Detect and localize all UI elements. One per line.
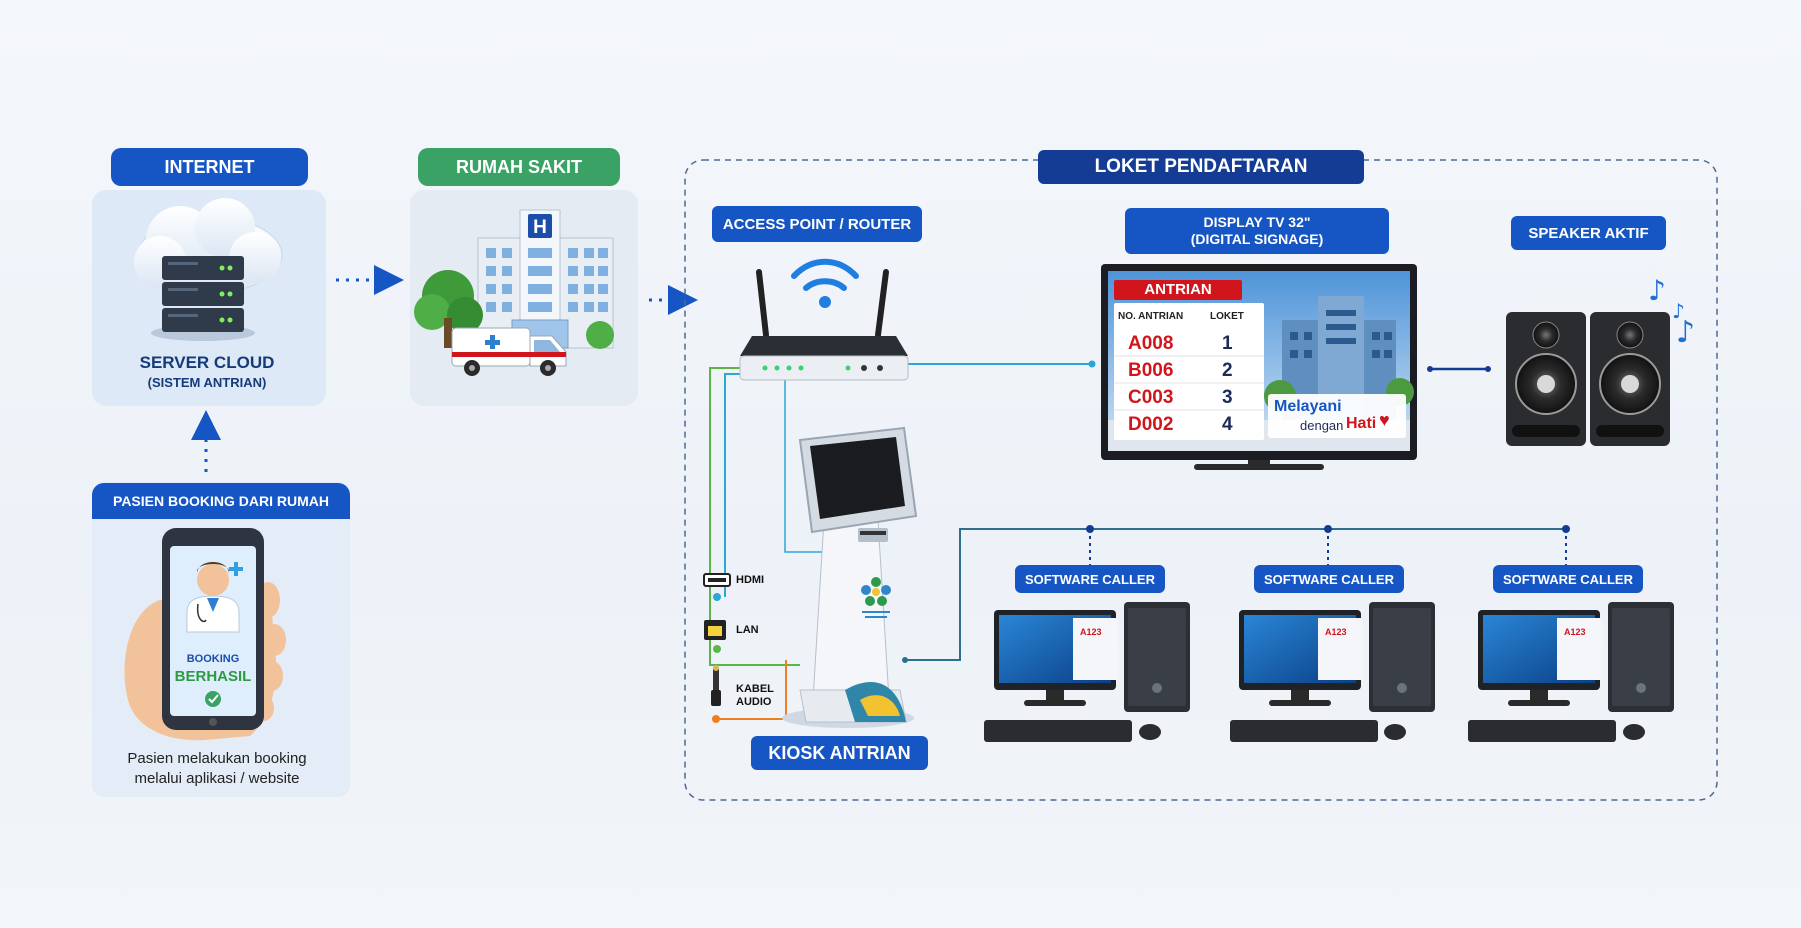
column-counter-header: LOKET — [1210, 311, 1244, 322]
cable-node — [1562, 525, 1570, 533]
router-label: ACCESS POINT / ROUTER — [712, 206, 922, 242]
queue-counter: 1 — [1222, 333, 1233, 354]
queue-number: A008 — [1128, 333, 1174, 354]
caller-screen-number: A123 — [1325, 627, 1347, 637]
booking-panel: BOOKING BERHASIL Pasien melakukan bookin… — [92, 482, 350, 797]
caller-label-1: SOFTWARE CALLER — [1015, 565, 1165, 593]
cable-node — [1485, 366, 1491, 372]
cable-node — [713, 593, 721, 601]
cable-node — [1324, 525, 1332, 533]
slogan-line1: Melayani — [1274, 398, 1342, 415]
caller-label-2: SOFTWARE CALLER — [1254, 565, 1404, 593]
caller-screen-number: A123 — [1564, 627, 1586, 637]
cable-node — [1086, 525, 1094, 533]
ambulance-icon — [451, 327, 567, 376]
internet-label: INTERNET — [111, 148, 308, 186]
check-circle-icon — [205, 691, 221, 707]
kiosk-logo — [861, 577, 891, 618]
tree-icon — [414, 270, 614, 349]
queue-counter: 3 — [1222, 387, 1233, 408]
router-icon — [739, 258, 909, 381]
hdmi-port-icon — [703, 573, 731, 587]
cable-node — [1088, 360, 1096, 368]
speaker-icon — [1506, 312, 1670, 446]
caller-label-3: SOFTWARE CALLER — [1493, 565, 1643, 593]
booking-caption-line2: melalui aplikasi / website — [134, 770, 299, 787]
speaker-label: SPEAKER AKTIF — [1511, 216, 1666, 250]
queue-number: D002 — [1128, 414, 1174, 435]
hospital-sign-letter: H — [533, 217, 547, 238]
hospital-panel: H — [410, 190, 638, 406]
loket-label: LOKET PENDAFTARAN — [1038, 150, 1364, 184]
booking-label: PASIEN BOOKING DARI RUMAH — [92, 483, 350, 519]
booking-caption-line1: Pasien melakukan booking — [127, 750, 306, 767]
server-cloud-sublabel: (SISTEM ANTRIAN) — [148, 375, 267, 390]
tv-display — [1101, 264, 1417, 470]
music-note-icon: ♪ ♪ ♪ — [1648, 274, 1695, 350]
hdmi-label: HDMI — [736, 574, 765, 586]
lan-port-icon — [704, 620, 726, 640]
audio-label-line1: KABEL — [736, 683, 774, 695]
heart-icon: ♥ — [1379, 410, 1390, 430]
display-label-line1: DISPLAY TV 32" — [1203, 214, 1311, 231]
audio-jack-icon — [711, 665, 721, 706]
booking-status-line2: BERHASIL — [175, 668, 252, 685]
cable-node — [902, 657, 908, 663]
svg-text:♪: ♪ — [1676, 315, 1695, 350]
kiosk-label: KIOSK ANTRIAN — [751, 736, 928, 770]
display-label: DISPLAY TV 32" (DIGITAL SIGNAGE) — [1125, 208, 1389, 254]
wifi-icon — [791, 258, 859, 308]
queue-counter: 4 — [1222, 414, 1233, 435]
hdmi-cable — [724, 373, 752, 597]
slogan-heart-word: Hati — [1346, 415, 1377, 432]
display-label-line2: (DIGITAL SIGNAGE) — [1190, 231, 1324, 247]
slogan-word: dengan — [1300, 418, 1344, 433]
antrian-banner: ANTRIAN — [1144, 281, 1212, 298]
svg-text:♪: ♪ — [1672, 299, 1685, 323]
internet-panel: SERVER CLOUD (SISTEM ANTRIAN) — [92, 190, 326, 406]
lan-cable — [709, 367, 800, 666]
server-icon — [151, 256, 255, 341]
cable-node — [713, 645, 721, 653]
server-cloud-label: SERVER CLOUD — [140, 353, 275, 372]
caller-screen-number: A123 — [1080, 627, 1102, 637]
svg-text:♪: ♪ — [1648, 274, 1666, 307]
lan-label: LAN — [736, 624, 759, 636]
caller-computer-3 — [1468, 602, 1674, 742]
doctor-icon — [186, 562, 243, 633]
kiosk-icon — [782, 426, 918, 728]
queue-number: C003 — [1128, 387, 1174, 408]
queue-counter: 2 — [1222, 360, 1233, 381]
hospital-label: RUMAH SAKIT — [418, 148, 620, 186]
caller-computer-2 — [1230, 602, 1435, 742]
cable-node — [1427, 366, 1433, 372]
booking-status-line1: BOOKING — [187, 653, 240, 665]
caller-computer-1 — [984, 602, 1190, 742]
hospital-building-icon: H — [477, 209, 614, 349]
caller-network-cable — [905, 528, 1565, 661]
audio-label-line2: AUDIO — [736, 696, 772, 708]
cable-node — [712, 715, 720, 723]
column-number-header: NO. ANTRIAN — [1118, 311, 1184, 322]
queue-number: B006 — [1128, 360, 1174, 381]
